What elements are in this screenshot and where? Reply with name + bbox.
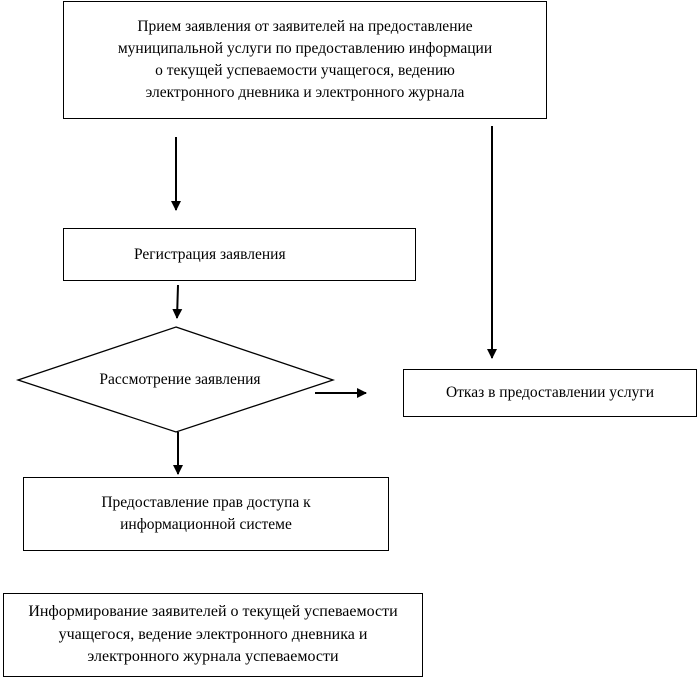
node-line: Прием заявления от заявителей на предост… bbox=[137, 18, 473, 35]
node-registration: Регистрация заявления bbox=[63, 228, 416, 281]
node-refusal: Отказ в предоставлении услуги bbox=[403, 369, 697, 417]
node-line: электронного журнала успеваемости bbox=[87, 648, 339, 666]
node-line: информационной системе bbox=[120, 516, 292, 533]
node-informing-text: Информирование заявителей о текущей успе… bbox=[28, 601, 397, 669]
node-line: муниципальной услуги по предоставлению и… bbox=[117, 40, 493, 57]
node-line: о текущей успеваемости учащегося, ведени… bbox=[155, 62, 455, 79]
node-refusal-text: Отказ в предоставлении услуги bbox=[445, 384, 655, 401]
review-decision-diamond bbox=[15, 326, 336, 433]
node-access-grant: Предоставление прав доступа к информацио… bbox=[23, 477, 389, 551]
node-registration-text: Регистрация заявления bbox=[134, 245, 286, 263]
node-access-grant-text: Предоставление прав доступа к информацио… bbox=[101, 492, 310, 536]
node-line: Информирование заявителей о текущей успе… bbox=[28, 602, 398, 620]
node-review-text: Рассмотрение заявления bbox=[60, 369, 300, 391]
node-informing: Информирование заявителей о текущей успе… bbox=[3, 593, 423, 677]
node-application-intake: Прием заявления от заявителей на предост… bbox=[63, 1, 547, 119]
node-line: учащегося, ведение электронного дневника… bbox=[58, 625, 368, 643]
node-line: электронного дневника и электронного жур… bbox=[145, 84, 465, 101]
node-application-intake-text: Прием заявления от заявителей на предост… bbox=[118, 16, 492, 104]
node-review-label: Рассмотрение заявления bbox=[99, 371, 261, 388]
node-line: Предоставление прав доступа к bbox=[101, 494, 311, 511]
arrow-registration-to-review bbox=[172, 284, 183, 319]
